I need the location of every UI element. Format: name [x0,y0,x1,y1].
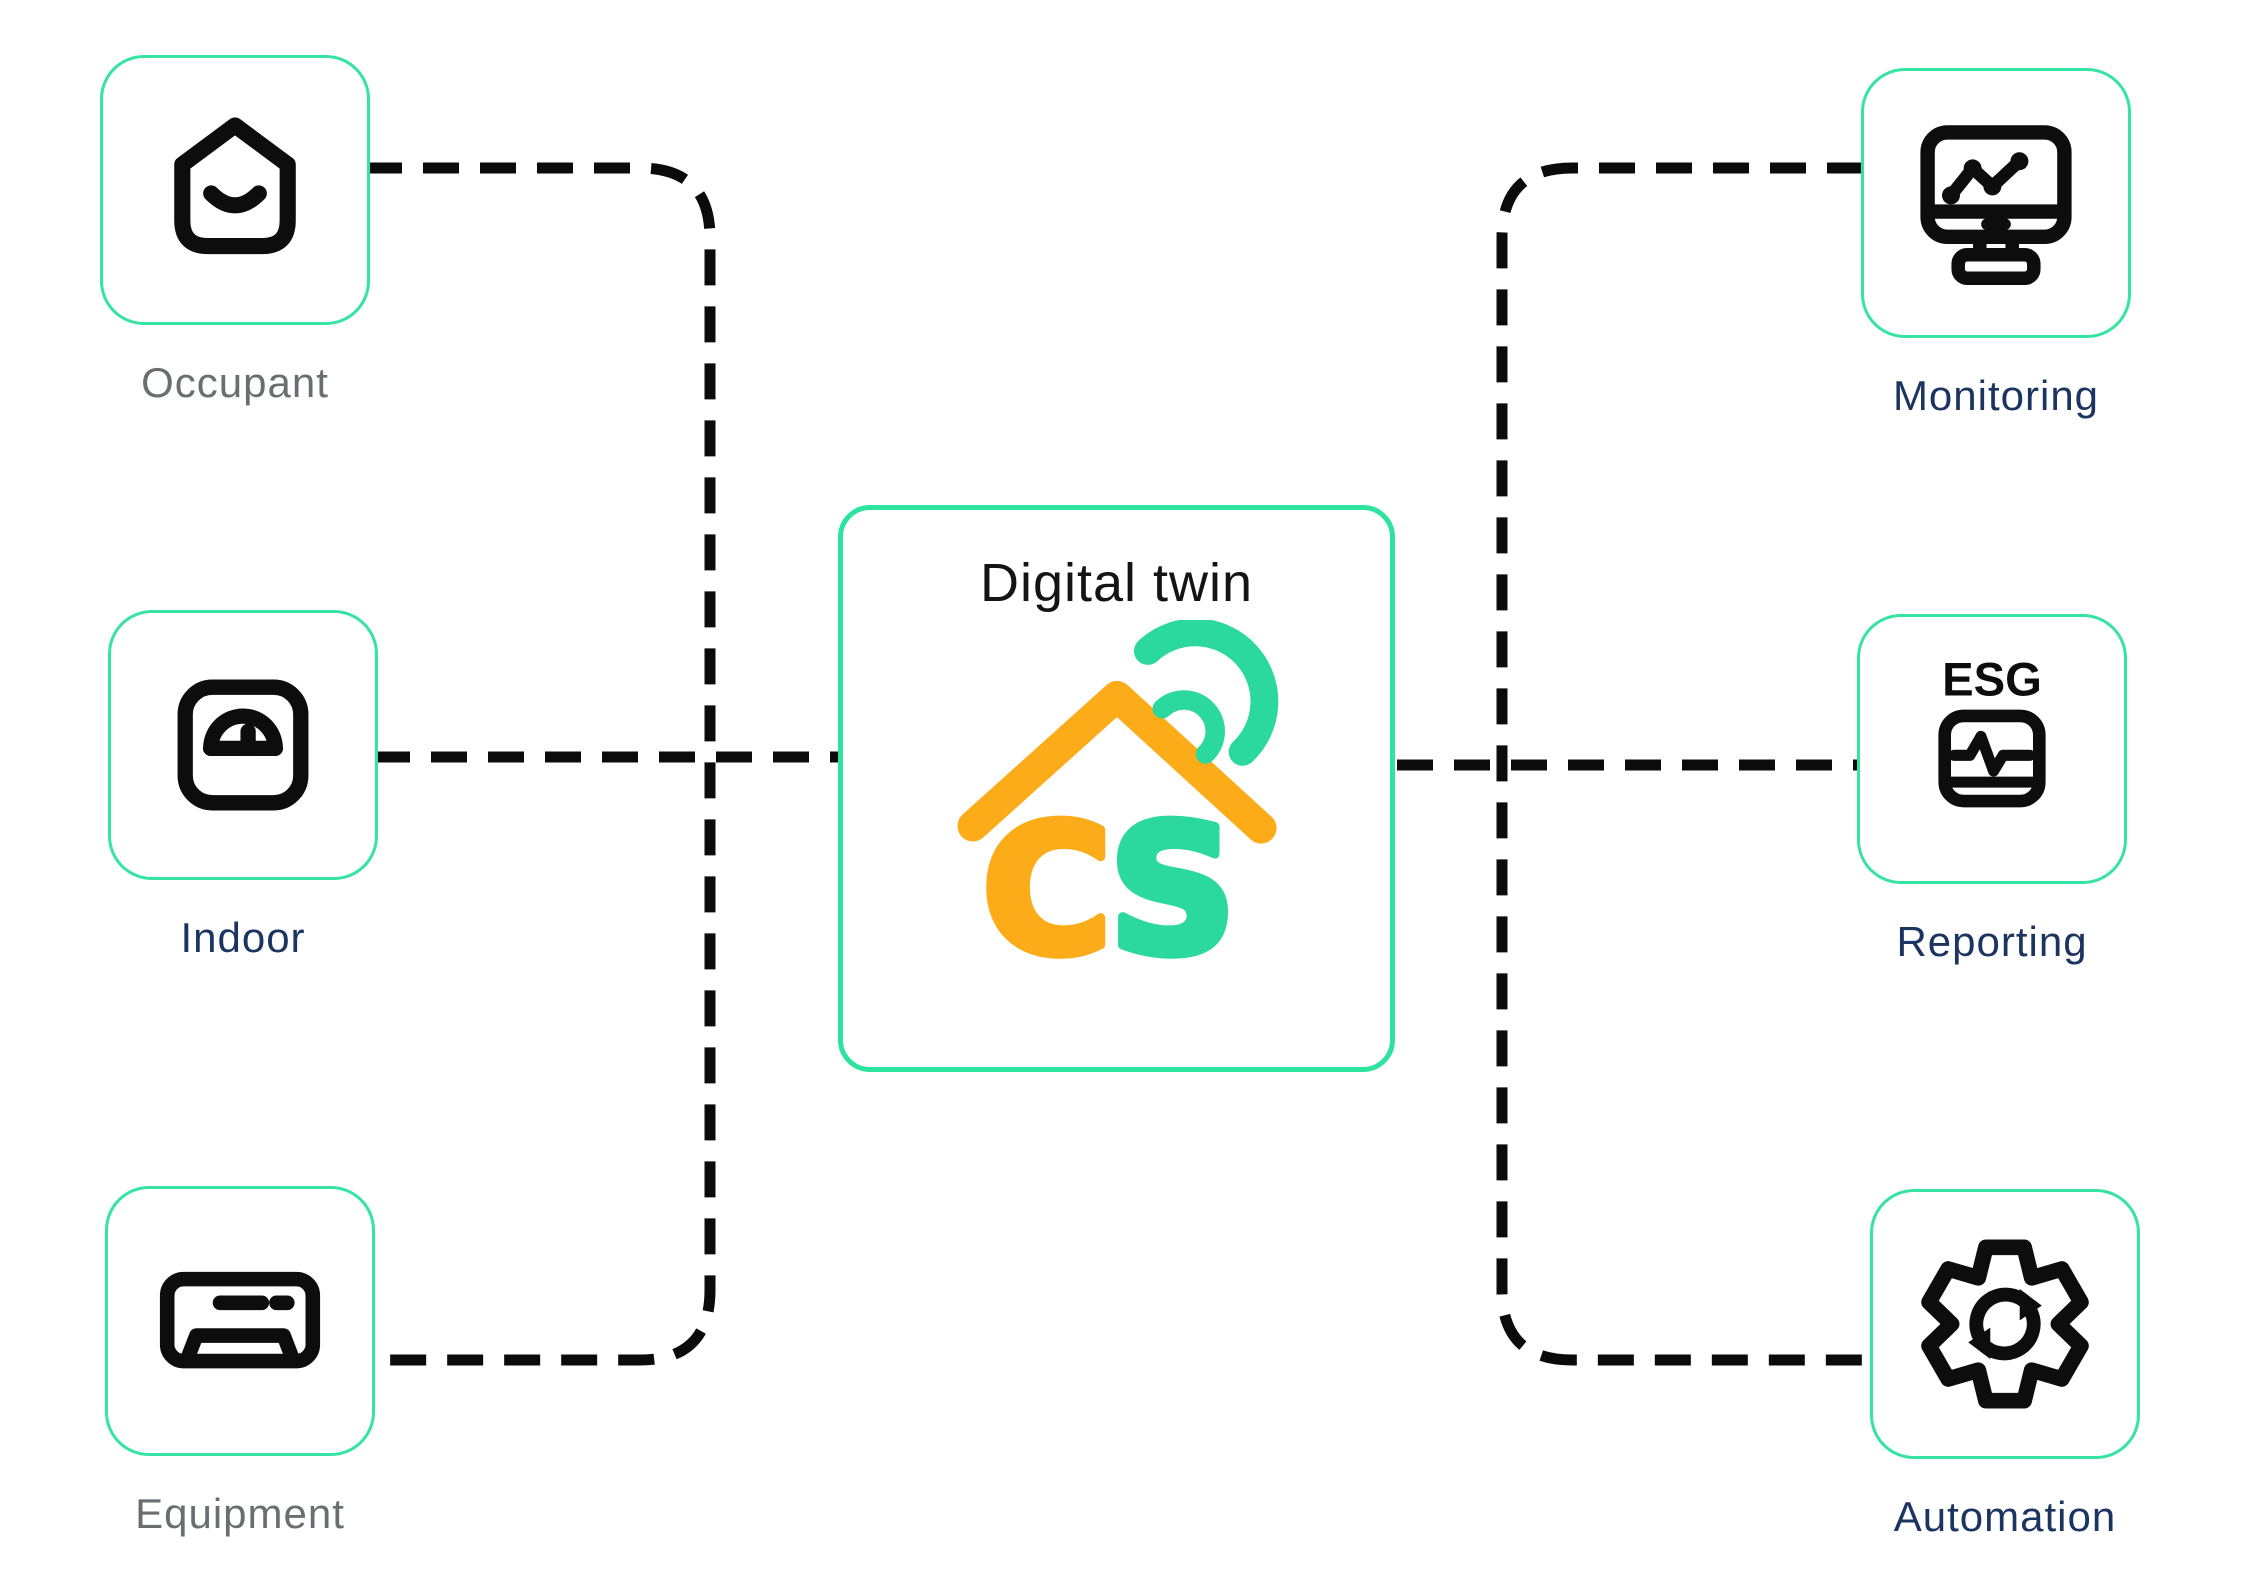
esg-icon-text: ESG [1942,656,2042,706]
node-box [108,610,378,880]
gear-sync-icon [1921,1239,2089,1409]
connector-right-bracket [1496,162,1870,1366]
logo-roof-shape [956,680,1277,844]
node-occupant: Occupant [100,55,370,407]
wifi-signal-inner-arc [1152,690,1225,764]
wifi-signal-icon [1133,620,1278,766]
digital-twin-title: Digital twin [979,553,1254,613]
house-smile-icon [174,117,296,255]
monitor-chart-icon [1920,124,2072,285]
node-box [105,1186,375,1456]
node-label: Automation [1893,1493,2117,1540]
node-label: Reporting [1896,918,2088,965]
node-monitoring: Monitoring [1861,68,2131,420]
air-conditioner-icon [159,1271,321,1369]
node-reporting: ESG Reporting [1857,614,2127,966]
esg-report-icon: ESG [1938,656,2046,808]
node-box [1870,1189,2140,1459]
node-label: Monitoring [1892,372,2100,419]
logo-letter-c: C [982,788,1112,960]
node-label: Indoor [180,914,306,961]
logo-letter-s: S [1108,788,1236,960]
node-box [100,55,370,325]
weighing-scale-icon [177,679,309,811]
node-equipment: Equipment [105,1186,375,1538]
node-indoor: Indoor [108,610,378,962]
node-label: Equipment [135,1490,345,1537]
cs-logo: C S [956,620,1278,960]
node-box [1861,68,2131,338]
node-box: ESG [1857,614,2127,884]
node-automation: Automation [1870,1189,2140,1541]
node-label: Occupant [141,359,329,406]
connector-left-bracket [366,162,716,1366]
center-box: Digital twin C S [838,505,1395,1072]
center-node: Digital twin C S [838,505,1395,1072]
